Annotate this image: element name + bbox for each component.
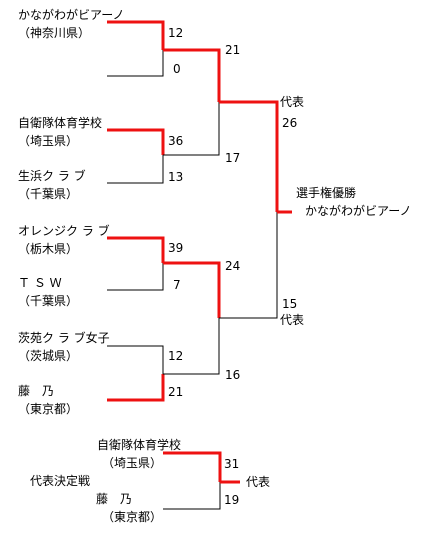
score-final-a: 26 [282,116,298,130]
bracket-line-playoff-b [163,482,221,510]
champion-name: かながわがビアーノ [305,204,412,218]
match-r1-1 [107,20,165,77]
team-8-pref: （東京都） [18,402,79,416]
score-r1-team4: 13 [168,170,184,184]
playoff-team1-pref: （埼玉県） [102,456,163,470]
bracket-line-final-b [219,212,278,319]
match-r1-4 [107,345,165,402]
score-r1-team2: 0 [173,62,181,76]
champion-title: 選手権優勝 [296,186,357,200]
bracket-line-team3 [107,128,165,155]
bracket-line-r2-a [163,48,221,102]
score-r1-team1: 12 [168,26,184,40]
bracket-line-team2 [107,50,164,77]
team-6-pref: （千葉県） [18,294,79,308]
team-8-name: 藤 乃 [18,384,55,398]
playoff-score-team2: 19 [224,493,240,507]
bracket-line-final-a [219,100,279,212]
playoff-result-label: 代表 [246,475,271,489]
team-4-name: 生浜ク ラ ブ [18,169,86,183]
bracket-line-r2-d [163,318,220,375]
score-r1-team5: 39 [168,241,184,255]
playoff-team2-pref: （東京都） [102,510,163,524]
bracket-line-r2-c [163,261,221,318]
match-r2-2 [163,261,221,375]
match-playoff [163,451,240,510]
team-3-name: 自衛隊体育学校 [18,116,103,130]
score-r1-team6: 7 [173,278,181,292]
match-r1-3 [107,236,165,291]
bracket-line-team5 [107,236,165,263]
playoff-title: 代表決定戦 [30,474,91,488]
score-r2-b: 17 [225,151,241,165]
playoff-score-team1: 31 [224,457,240,471]
match-r2-1 [163,48,221,156]
representative-label-bottom: 代表 [280,313,305,327]
team-4-pref: （千葉県） [18,187,79,201]
bracket-line-r2-b [163,102,220,156]
score-final-b: 15 [282,297,298,311]
match-r1-2 [107,128,165,184]
team-1-pref: （神奈川県） [18,26,91,40]
bracket-line-playoff-a [163,451,222,482]
match-final [219,100,292,319]
representative-label-top: 代表 [280,95,305,109]
score-r1-team3: 36 [168,134,184,148]
bracket-line-team8 [107,374,165,402]
playoff-team2-name: 藤 乃 [96,492,133,506]
score-r2-a: 21 [225,43,241,57]
team-7-name: 茨苑ク ラ ブ女子 [18,331,110,345]
team-1-name: かながわがビアーノ [18,8,125,22]
team-5-name: オレンジク ラ ブ [18,224,110,238]
score-r2-c: 24 [225,259,241,273]
bracket-line-team1 [107,20,165,50]
team-6-name: Ｔ Ｓ Ｗ [18,276,62,290]
team-7-pref: （茨城県） [18,349,79,363]
playoff-team1-name: 自衛隊体育学校 [97,438,182,452]
bracket-line-team6 [107,263,164,291]
score-r1-team7: 12 [168,349,184,363]
score-r2-d: 16 [225,368,241,382]
team-3-pref: （埼玉県） [18,134,79,148]
bracket-line-team7 [107,345,164,374]
team-5-pref: （栃木県） [18,242,79,256]
score-r1-team8: 21 [168,385,184,399]
bracket-line-team4 [107,155,164,184]
